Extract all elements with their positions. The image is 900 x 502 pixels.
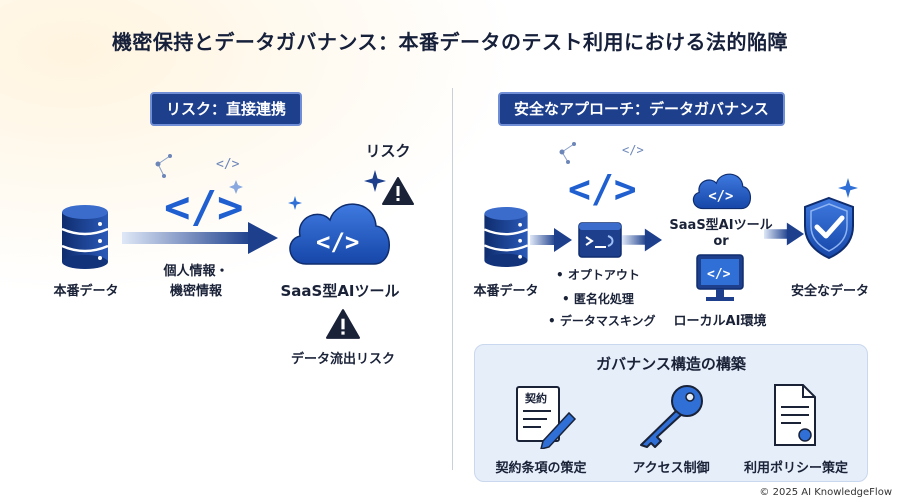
copyright: © 2025 AI KnowledgeFlow (759, 487, 892, 498)
svg-text:</>: </> (568, 167, 637, 208)
flow-arrow (622, 228, 662, 252)
direct-flow-arrow (122, 222, 278, 254)
sparkle-icon (838, 178, 858, 198)
database-icon (483, 206, 529, 268)
left-tool-label: SaaS型AIツール (280, 282, 400, 300)
bullet-item: • オプトアウト (556, 268, 640, 282)
right-tool-label: SaaS型AIツール (669, 218, 773, 233)
governance-panel: ガバナンス構造の構築 契約 契約条項の策定 アクセス制御 利用ポリシー策定 (474, 344, 868, 482)
policy-document-icon (774, 384, 816, 446)
svg-text:</>: </> (216, 157, 240, 172)
code-icon: </> </> (559, 142, 644, 208)
bullet-item: • データマスキング (548, 314, 656, 328)
sparkle-icon (288, 196, 302, 210)
arrow-label-2: 機密情報 (169, 284, 222, 299)
governance-item: アクセス制御 (632, 461, 710, 476)
left-banner: リスク：直接連携 (150, 92, 303, 126)
flow-arrow (764, 222, 804, 246)
warning-icon (382, 177, 414, 205)
svg-text:</>: </> (708, 189, 733, 205)
bullet-item: • 匿名化処理 (562, 292, 634, 306)
governance-item: 利用ポリシー策定 (743, 461, 848, 476)
svg-text:</>: </> (622, 143, 644, 157)
left-source-label: 本番データ (53, 284, 119, 299)
key-icon (640, 385, 703, 448)
shield-check-icon (804, 196, 854, 260)
risk-label: リスク (365, 142, 411, 160)
processing-terminal-icon (578, 222, 622, 258)
svg-text:</>: </> (707, 267, 731, 282)
page-title: 機密保持とデータガバナンス：本番データのテスト利用における法的陥障 (111, 30, 789, 54)
contract-icon-text: 契約 (524, 391, 547, 405)
svg-text:</>: </> (164, 182, 243, 230)
database-icon (61, 205, 109, 269)
leak-label: データ流出リスク (290, 352, 395, 367)
right-banner: 安全なアプローチ：データガバナンス (498, 92, 785, 126)
cloud-icon: </> (692, 173, 752, 210)
local-label: ローカルAI環境 (673, 314, 767, 329)
governance-title: ガバナンス構造の構築 (596, 355, 746, 373)
safe-label: 安全なデータ (790, 284, 869, 299)
or-label: or (713, 234, 729, 249)
sparkle-icon (364, 170, 386, 192)
governance-item: 契約条項の策定 (495, 461, 587, 476)
local-computer-icon: </> (696, 254, 744, 301)
arrow-label-1: 個人情報・ (163, 264, 229, 279)
flow-arrow (530, 228, 572, 252)
code-icon: </> </> (155, 154, 243, 230)
cloud-icon: </> (289, 203, 390, 265)
section-divider (452, 88, 453, 470)
svg-text:</>: </> (316, 228, 359, 256)
leak-warning-icon (326, 309, 360, 339)
right-source-label: 本番データ (473, 284, 539, 299)
contract-icon: 契約 (516, 386, 577, 449)
